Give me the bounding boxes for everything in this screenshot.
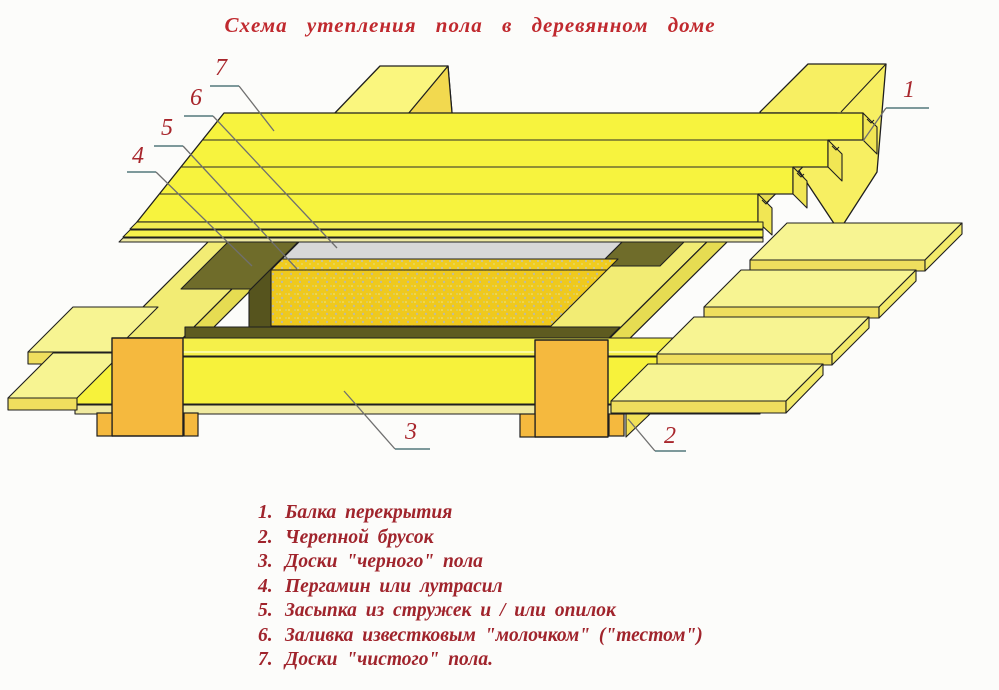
callout-number-3: 3 xyxy=(405,419,417,445)
right-board-front xyxy=(610,400,787,414)
legend-item: 3. Доски "черного" пола xyxy=(258,551,703,576)
legend-item-number: 7. xyxy=(258,649,273,670)
cranial-bar xyxy=(608,413,625,437)
cranial-bar xyxy=(519,413,536,438)
left-board-front xyxy=(7,397,78,411)
cranial-bar xyxy=(96,412,113,437)
legend-item-number: 1. xyxy=(258,502,273,523)
right-beam-front-face xyxy=(534,339,609,438)
legend-item-label: Пергамин или лутрасил xyxy=(285,575,503,597)
callout-number-6: 6 xyxy=(190,85,202,111)
callout-number-4: 4 xyxy=(132,143,144,169)
callout-leaders xyxy=(127,85,929,452)
right-board-front xyxy=(703,306,880,319)
right-board-front xyxy=(749,259,926,272)
insulation-fill xyxy=(270,258,619,327)
left-beam-front-face xyxy=(111,337,184,437)
legend-item: 6. Заливка известковым "молочком" ("тест… xyxy=(258,625,703,650)
page-title: Схема утепления пола в деревянном доме xyxy=(224,13,716,37)
joist-beam-fronts xyxy=(111,337,609,438)
insulation-top-face xyxy=(270,258,619,271)
finished-floor-slab xyxy=(118,112,878,243)
legend-item: 2. Черепной брусок xyxy=(258,527,703,552)
right-board-end xyxy=(785,363,824,414)
legend-item: 4. Пергамин или лутрасил xyxy=(258,576,703,601)
legend-item-label: Балка перекрытия xyxy=(285,502,453,523)
right-board-end xyxy=(924,222,963,272)
legend: 1. Балка перекрытия 2. Черепной брусок 3… xyxy=(258,502,703,674)
legend-item: 5. Засыпка из стружек и / или опилок xyxy=(258,600,703,625)
callout-number-7: 7 xyxy=(215,55,227,81)
insulation-front-face xyxy=(270,269,608,327)
right-subfloor-boards xyxy=(610,222,963,438)
legend-item-label: Заливка известковым "молочком" ("тестом"… xyxy=(285,624,703,646)
plank-seams xyxy=(159,139,863,195)
legend-item: 7. Доски "чистого" пола. xyxy=(258,649,703,674)
legend-item-label: Доски "черного" пола xyxy=(285,551,483,572)
legend-item-number: 2. xyxy=(258,526,273,548)
legend-item-number: 6. xyxy=(258,624,273,646)
right-board-end xyxy=(831,316,870,366)
legend-item-label: Засыпка из стружек и / или опилок xyxy=(285,600,616,621)
legend-item-label: Черепной брусок xyxy=(285,526,434,548)
legend-item-number: 3. xyxy=(258,551,273,572)
callout-number-5: 5 xyxy=(161,115,173,141)
callout-number-2: 2 xyxy=(664,423,676,449)
callout-number-1: 1 xyxy=(903,77,915,103)
right-board-front xyxy=(656,353,833,366)
left-subfloor-boards xyxy=(7,306,159,411)
legend-item-label: Доски "чистого" пола. xyxy=(285,649,493,670)
finish-floor-edge-strips xyxy=(118,221,764,243)
cranial-bar xyxy=(183,412,199,437)
legend-item-number: 5. xyxy=(258,600,273,621)
right-board-end xyxy=(878,269,917,319)
legend-item: 1. Балка перекрытия xyxy=(258,502,703,527)
right-board-corner-wedge xyxy=(625,413,651,438)
cranial-bars xyxy=(96,412,625,438)
legend-item-number: 4. xyxy=(258,575,273,597)
